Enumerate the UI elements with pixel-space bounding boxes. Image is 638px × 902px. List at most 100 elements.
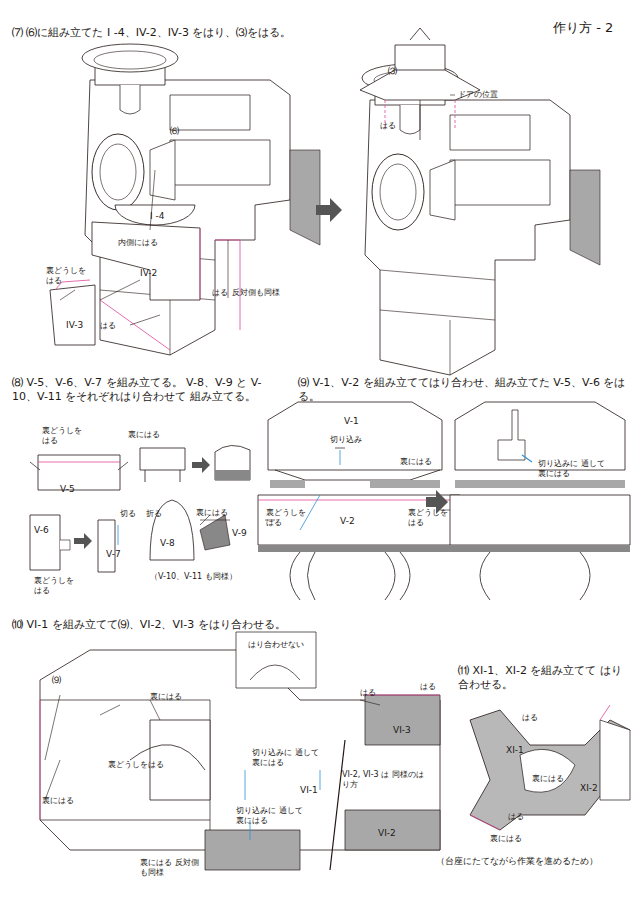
step7-left xyxy=(50,44,320,355)
note: 裏どうしを はる xyxy=(266,508,306,528)
step7-left-shape xyxy=(92,222,200,300)
step9-left-shape xyxy=(268,402,442,470)
step-heading: ⑼ V-1、V-2 を組み立ててはり合わせ、組み立てた V-5、V-6 をはる。 xyxy=(298,376,633,404)
step9-right-shape xyxy=(498,410,525,460)
step9-left-shape xyxy=(335,448,345,449)
step10-assembly-shape xyxy=(250,665,300,680)
part-name: V-1 xyxy=(344,416,359,427)
callout-number: ⑶ xyxy=(388,66,397,77)
step7-right-shape xyxy=(410,28,430,40)
part-name: VI-3 xyxy=(393,725,411,736)
step9-right-shape xyxy=(480,552,590,600)
note: 裏どうしをはる xyxy=(108,760,164,770)
part-name: I -4 xyxy=(150,211,165,222)
note: はる xyxy=(420,682,436,692)
step-heading: ⑽ VI-1 を組み立てて⑼、VI-2、VI-3 をはり合わせる。 xyxy=(12,618,412,632)
note: 裏にはる xyxy=(400,457,432,467)
step10-assembly-shape xyxy=(345,810,440,850)
part-name: IV-2 xyxy=(140,268,157,279)
part-name: VI-2 xyxy=(378,828,396,839)
note: はる xyxy=(380,121,396,131)
note: はる xyxy=(360,688,376,698)
note: 切り込みに 通して裏にはる xyxy=(538,459,612,479)
note: 内側にはる xyxy=(118,238,158,248)
part-name: V-9 xyxy=(232,528,247,539)
note: 裏にはる xyxy=(532,774,564,784)
callout-number: ⑼ xyxy=(52,675,61,686)
step8-parts-shape xyxy=(118,525,119,545)
step9-left-shape xyxy=(290,552,410,600)
step8-parts-shape xyxy=(200,515,230,550)
step8-parts-shape xyxy=(60,540,70,550)
step9-right-shape xyxy=(450,545,630,552)
step8-parts-shape xyxy=(38,455,120,490)
step10-assembly-shape xyxy=(45,695,380,800)
note: はる xyxy=(212,288,228,298)
step8-parts xyxy=(30,445,250,572)
step8-parts-shape xyxy=(74,533,92,549)
step8-parts-shape xyxy=(140,448,185,470)
step-heading: ⑻ V-5、V-6、V-7 を組み立てる。 V-8、V-9 と V-10、V-1… xyxy=(12,376,282,404)
step11-base-shape xyxy=(470,710,630,830)
step10-assembly-shape xyxy=(365,695,440,745)
note: 切る xyxy=(120,509,136,519)
note: 切り込みに 通して裏にはる xyxy=(252,748,326,768)
note: 裏どうしを はる xyxy=(46,266,86,286)
step10-assembly-shape xyxy=(205,830,300,870)
step7-right-shape xyxy=(420,100,421,140)
step7-right xyxy=(360,28,600,375)
step7-right-shape xyxy=(450,95,455,96)
step11-base xyxy=(470,705,630,830)
part-name: XI-1 xyxy=(506,745,524,756)
step8-parts-shape xyxy=(192,457,210,473)
note: 切り込み xyxy=(330,435,362,445)
step8-parts-shape xyxy=(215,445,250,480)
step11-base-shape xyxy=(520,749,575,792)
step-arrow xyxy=(316,198,342,222)
step7-right-shape xyxy=(362,64,600,375)
note: 裏どうしを はる xyxy=(42,426,88,446)
note: 切り込みに 通して裏にはる xyxy=(236,806,310,826)
note: はる xyxy=(100,321,116,331)
step10-assembly-shape xyxy=(236,632,316,688)
part-name: IV-3 xyxy=(66,320,83,331)
callout-number: ⑹ xyxy=(170,126,179,137)
step8-parts-shape xyxy=(30,462,128,470)
step7-left-shape xyxy=(100,228,240,350)
note: 裏にはる 反対側も同様 xyxy=(140,858,204,878)
step7-left-shape xyxy=(82,44,320,355)
step11-base-shape xyxy=(600,720,630,800)
part-name: V-8 xyxy=(160,538,175,549)
note: はる xyxy=(522,713,538,723)
note: 反対側も同様 xyxy=(232,288,280,298)
step11-base-shape xyxy=(470,705,610,830)
step10-assembly-shape xyxy=(330,740,345,870)
step8-parts-shape xyxy=(98,520,115,572)
step9-left-shape xyxy=(258,545,460,552)
step-arrow-shape xyxy=(316,198,342,222)
part-name: V-5 xyxy=(60,484,75,495)
step7-left-shape xyxy=(50,285,95,345)
step9-right-shape xyxy=(522,455,532,462)
step9-left-shape xyxy=(275,470,440,480)
step10-assembly-shape xyxy=(245,770,320,840)
part-name: VI-1 xyxy=(300,785,318,796)
note: 裏にはる xyxy=(128,430,160,440)
part-name: V-2 xyxy=(340,516,355,527)
step8-parts-shape xyxy=(38,462,120,463)
note: 裏にはる xyxy=(42,796,74,806)
step9-right-shape xyxy=(450,495,630,545)
part-name: V-6 xyxy=(34,525,49,536)
note: （V-10、V-11 も同様） xyxy=(150,572,237,582)
step-heading: ⑾ XI-1、XI-2 を組み立てて はり合わせる。 xyxy=(458,664,623,692)
step9-left xyxy=(258,402,460,600)
note: はり合わせない xyxy=(248,640,304,650)
note: VI-2, VI-3 は 同様のはり方 xyxy=(342,770,426,790)
step10-assembly xyxy=(40,632,440,870)
step7-left-shape xyxy=(60,170,228,325)
step7-left-shape xyxy=(115,205,195,225)
page-title: 作り方 - 2 xyxy=(553,20,613,36)
note: 裏にはる xyxy=(196,508,228,518)
